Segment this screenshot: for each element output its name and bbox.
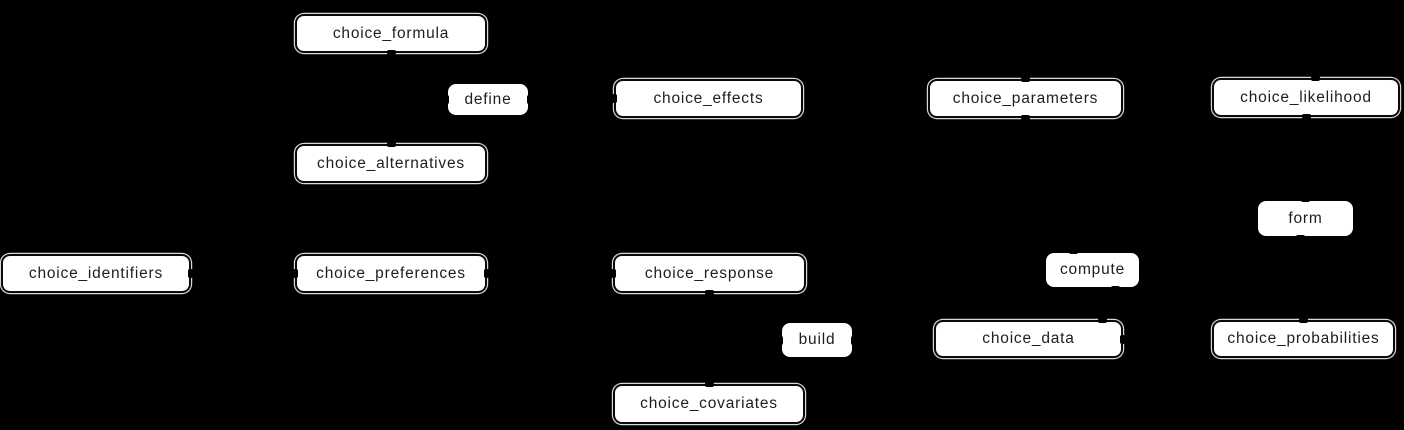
edge-label-define: define [444, 84, 532, 115]
edge-connector-notch [1069, 249, 1079, 254]
edge-connector-notch [851, 335, 856, 345]
node-choice_covariates: choice_covariates [613, 382, 805, 424]
edge-connector-notch [1021, 77, 1030, 82]
edge-label-compute: compute [1046, 249, 1139, 291]
node-label: choice_response [644, 264, 775, 282]
edge-connector-notch [1120, 334, 1125, 344]
node-label: choice_preferences [316, 264, 466, 282]
edge-connector-notch [386, 142, 396, 147]
node-choice_preferences: choice_preferences [293, 254, 489, 293]
edge-connector-notch [1021, 115, 1030, 120]
edge-connector-notch [778, 335, 783, 345]
node-label: choice_effects [653, 89, 764, 107]
node-label: choice_likelihood [1240, 88, 1372, 106]
edge-label-build: build [778, 323, 856, 357]
node-choice_data: choice_data [934, 318, 1125, 358]
edge-connector-notch [1299, 318, 1308, 323]
node-choice_formula: choice_formula [295, 14, 487, 55]
edge-connector-notch [704, 382, 714, 387]
node-label: choice_parameters [952, 89, 1099, 107]
edge-connector-notch [1310, 76, 1320, 81]
edge-connector-notch [1301, 114, 1311, 119]
node-choice_parameters: choice_parameters [928, 77, 1123, 120]
edge-label-text: build [798, 331, 836, 348]
edge-connector-notch [527, 95, 532, 104]
node-label: choice_formula [332, 24, 450, 42]
node-label: choice_identifiers [28, 264, 164, 282]
edge-connector-notch [484, 269, 489, 278]
edge-connector-notch [444, 95, 449, 104]
edge-label-text: compute [1059, 261, 1126, 278]
node-label: choice_alternatives [317, 154, 465, 172]
edge-label-text: form [1288, 209, 1323, 227]
node-choice_alternatives: choice_alternatives [295, 142, 487, 183]
node-label: choice_probabilities [1227, 330, 1380, 347]
edge-connector-notch [611, 269, 616, 278]
edge-connector-notch [188, 269, 193, 278]
edge-connector-notch [386, 50, 396, 55]
edge-connector-notch [612, 94, 617, 103]
node-choice_identifiers: choice_identifiers [1, 254, 193, 293]
node-label: choice_data [982, 330, 1075, 347]
node-choice_likelihood: choice_likelihood [1212, 76, 1400, 119]
edge-connector-notch [293, 269, 298, 278]
edge-connector-notch [1301, 197, 1310, 202]
node-choice_probabilities: choice_probabilities [1212, 318, 1395, 358]
edge-connector-notch [1098, 318, 1107, 323]
node-choice_effects: choice_effects [612, 79, 803, 118]
edge-connector-notch [705, 290, 714, 295]
node-label: choice_covariates [640, 395, 778, 412]
edge-connector-notch [1296, 235, 1306, 240]
node-choice_response: choice_response [611, 254, 806, 295]
edge-connector-notch [1111, 286, 1121, 291]
edge-label-text: define [464, 90, 512, 108]
edge-label-form: form [1258, 197, 1353, 240]
